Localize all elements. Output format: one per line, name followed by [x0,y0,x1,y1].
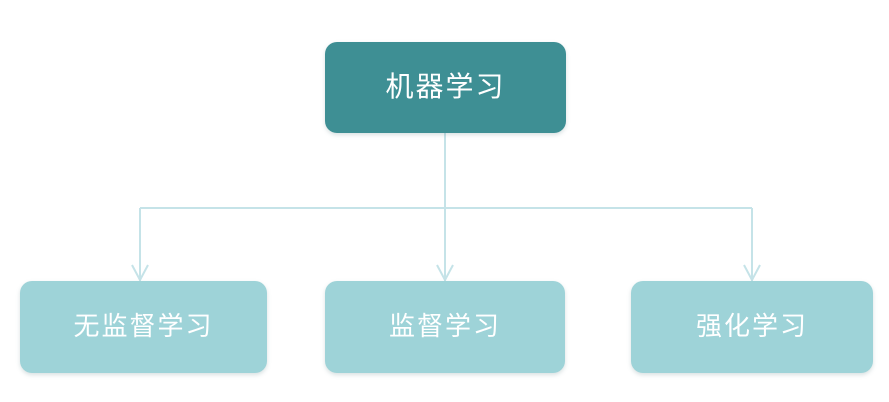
node-machine-learning[interactable]: 机器学习 [325,42,566,133]
arrowhead-reinforcement-learning-icon [743,264,761,283]
node-label-reinforcement-learning: 强化学习 [695,312,808,341]
node-label-machine-learning: 机器学习 [385,71,506,103]
arrowhead-supervised-learning-icon [436,264,454,283]
node-label-supervised-learning: 监督学习 [388,312,501,341]
node-supervised-learning[interactable]: 监督学习 [325,281,565,373]
node-unsupervised-learning[interactable]: 无监督学习 [20,281,267,373]
node-reinforcement-learning[interactable]: 强化学习 [631,281,873,373]
arrowhead-unsupervised-learning-icon [131,264,149,283]
node-label-unsupervised-learning: 无监督学习 [73,312,214,341]
